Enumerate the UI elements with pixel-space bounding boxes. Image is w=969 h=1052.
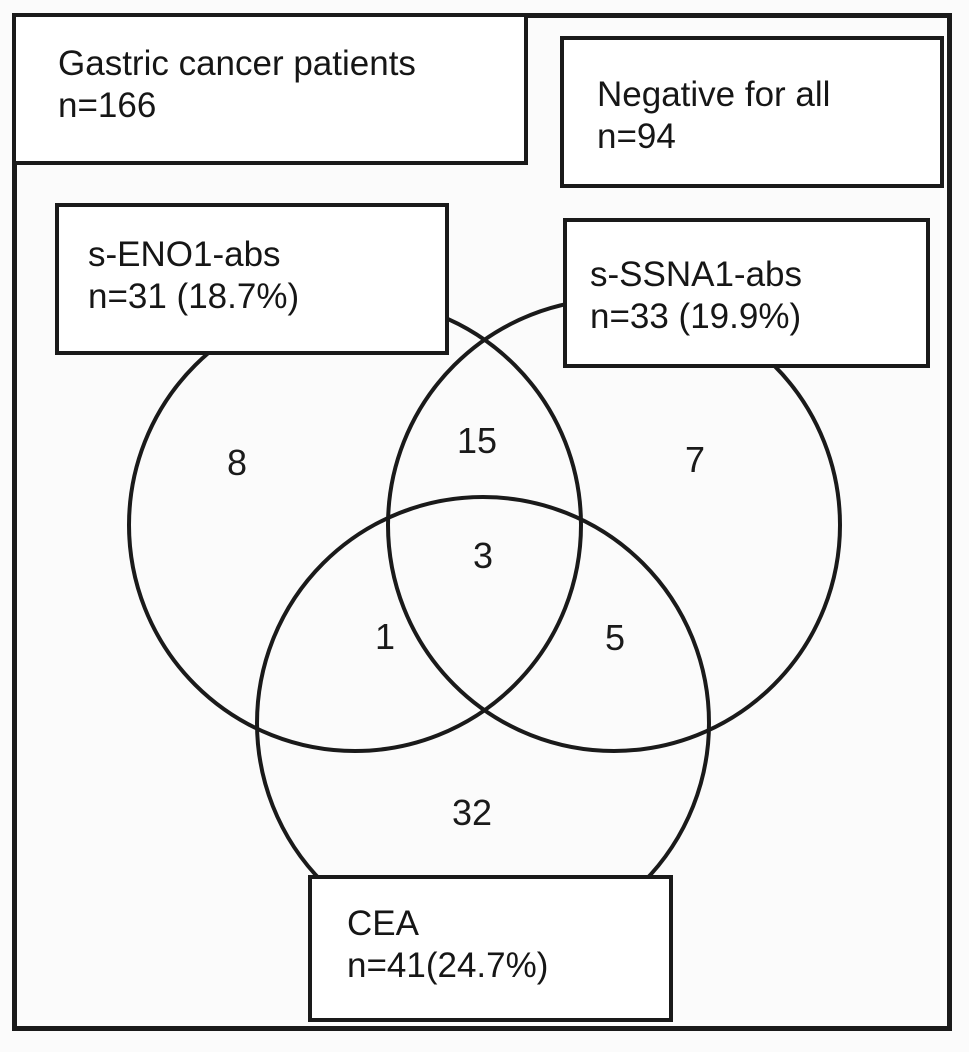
- count-all-three: 3: [472, 535, 494, 576]
- cea-set-count: n=41(24.7%): [347, 946, 549, 985]
- eno1-circle: [127, 297, 583, 753]
- count-ssna1-only: 7: [684, 439, 706, 480]
- count-ssna1-cea: 5: [604, 617, 626, 658]
- eno1-set-count: n=31 (18.7%): [88, 277, 300, 316]
- population-box-line2: n=166: [58, 86, 157, 125]
- negative-box: Negative for all n=94: [560, 36, 944, 188]
- population-box: Gastric cancer patients n=166: [12, 13, 528, 165]
- cea-set-label-box: CEA n=41(24.7%): [308, 875, 673, 1022]
- count-eno1-ssna1: 15: [456, 420, 498, 461]
- count-cea-only: 32: [451, 792, 493, 833]
- ssna1-set-count: n=33 (19.9%): [590, 297, 802, 336]
- negative-box-line2: n=94: [597, 117, 676, 156]
- eno1-set-label-box: s-ENO1-abs n=31 (18.7%): [55, 203, 449, 355]
- eno1-set-name: s-ENO1-abs: [88, 235, 281, 274]
- count-eno1-only: 8: [226, 442, 248, 483]
- population-box-line1: Gastric cancer patients: [58, 44, 416, 83]
- cea-set-name: CEA: [347, 904, 419, 943]
- ssna1-set-label-box: s-SSNA1-abs n=33 (19.9%): [563, 218, 930, 368]
- ssna1-set-name: s-SSNA1-abs: [590, 255, 803, 294]
- negative-box-line1: Negative for all: [597, 75, 831, 114]
- count-eno1-cea: 1: [374, 616, 396, 657]
